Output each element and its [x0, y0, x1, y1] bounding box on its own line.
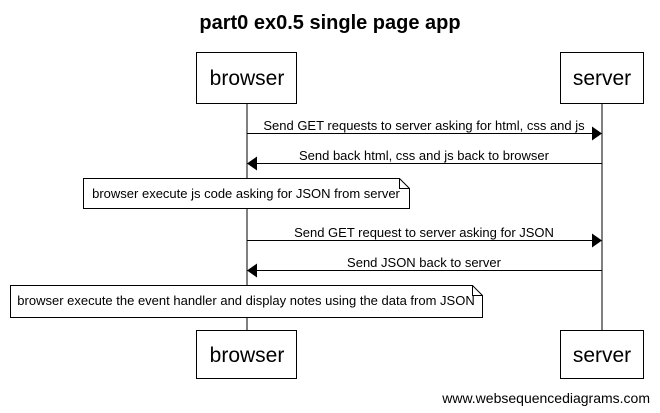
footer-watermark[interactable]: www.websequencediagrams.com	[441, 390, 650, 406]
note-1: browser execute js code asking for JSON …	[83, 178, 410, 209]
arrowhead-right-icon	[592, 233, 602, 248]
diagram-title: part0 ex0.5 single page app	[199, 12, 460, 34]
participant-browser-top: browser	[196, 52, 297, 104]
message-3: Send GET request to server asking for JS…	[247, 225, 602, 248]
arrowhead-left-icon	[247, 263, 257, 278]
participant-label-browser: browser	[210, 344, 285, 367]
participant-box	[560, 52, 644, 104]
participant-box	[196, 52, 297, 104]
arrowhead-right-icon	[592, 126, 602, 141]
arrowhead-left-icon	[247, 156, 257, 171]
participant-browser-bottom: browser	[196, 330, 297, 379]
participant-server-bottom: server	[560, 330, 644, 379]
message-label: Send GET request to server asking for JS…	[294, 225, 554, 240]
note-2: browser execute the event handler and di…	[10, 285, 483, 318]
note-label: browser execute the event handler and di…	[17, 293, 474, 308]
participant-box	[196, 330, 297, 379]
participant-label-browser: browser	[210, 67, 285, 90]
message-label: Send JSON back to server	[347, 255, 502, 270]
message-2: Send back html, css and js back to brows…	[247, 148, 602, 171]
note-label: browser execute js code asking for JSON …	[92, 186, 400, 201]
participant-label-server: server	[573, 344, 631, 367]
note-box	[10, 285, 483, 318]
note-fold-corner	[399, 178, 410, 189]
message-label: Send back html, css and js back to brows…	[299, 148, 550, 163]
message-label: Send GET requests to server asking for h…	[263, 118, 585, 133]
message-4: Send JSON back to server	[247, 255, 602, 278]
note-box	[83, 178, 410, 209]
participant-label-server: server	[573, 67, 631, 90]
message-1: Send GET requests to server asking for h…	[247, 118, 602, 141]
participant-box	[560, 330, 644, 379]
participant-server-top: server	[560, 52, 644, 104]
note-fold-corner	[472, 285, 483, 296]
